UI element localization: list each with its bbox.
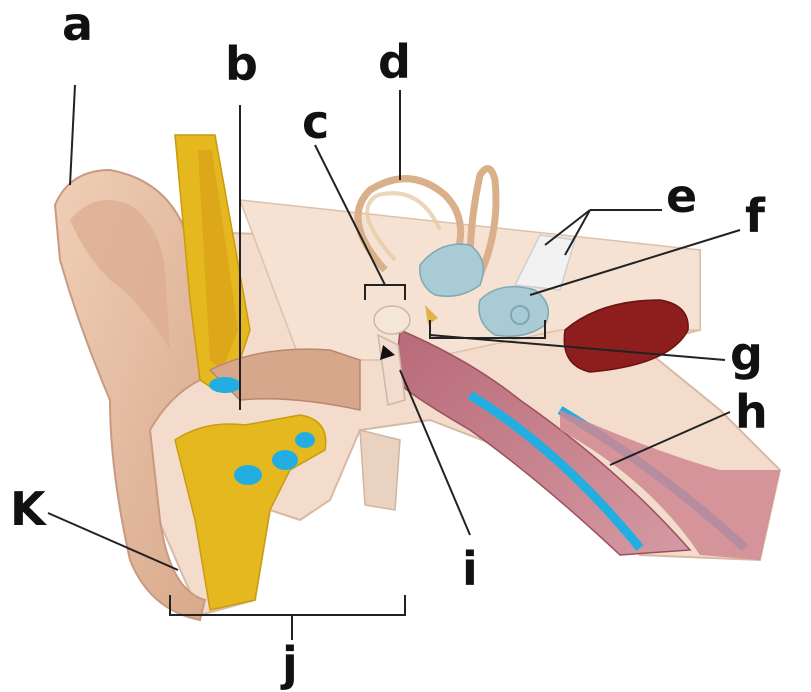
tympanic-membrane	[380, 345, 395, 360]
label-e: e	[666, 169, 697, 223]
label-j: j	[280, 637, 298, 691]
support-leg	[359, 429, 401, 511]
label-h: h	[735, 385, 768, 439]
vestibulocochlear-nerve	[513, 234, 576, 291]
nerve-band	[467, 391, 644, 551]
cartilage-strip-inner	[198, 150, 238, 370]
external-canal	[208, 348, 361, 411]
nerve-spot	[295, 432, 315, 448]
leader-line-c	[314, 144, 386, 286]
cochlea-spiral	[510, 305, 530, 325]
label-g: g	[730, 327, 763, 381]
leader-line-e2	[544, 209, 591, 246]
pinna-fold	[70, 200, 170, 350]
stapes	[425, 305, 438, 325]
leader-line-i	[399, 369, 471, 536]
leader-line-f	[529, 229, 741, 296]
label-c: c	[302, 95, 329, 149]
label-f: f	[745, 189, 766, 243]
bracket-j	[169, 595, 406, 616]
tube-right	[560, 410, 780, 560]
malleus	[373, 305, 411, 335]
semicircular-canal	[466, 165, 500, 277]
leader-line-k	[47, 512, 179, 571]
pinna	[53, 168, 207, 622]
label-d: d	[378, 35, 411, 89]
nerve-spot	[209, 377, 241, 393]
semicircular-canal	[354, 175, 465, 273]
label-i: i	[462, 542, 478, 596]
nerve-spot	[234, 465, 262, 485]
bracket-g	[429, 320, 546, 339]
leader-line-a	[69, 84, 76, 186]
leader-line-g	[429, 334, 726, 361]
nerve-spot	[272, 450, 298, 470]
semicircular-canal	[365, 191, 442, 262]
label-k: K	[10, 482, 48, 536]
label-b: b	[225, 37, 258, 91]
bracket-c	[364, 284, 406, 300]
label-a: a	[62, 0, 93, 51]
leader-line-h	[609, 411, 731, 466]
vestibule	[419, 243, 485, 297]
leader-line-e3	[564, 209, 591, 256]
